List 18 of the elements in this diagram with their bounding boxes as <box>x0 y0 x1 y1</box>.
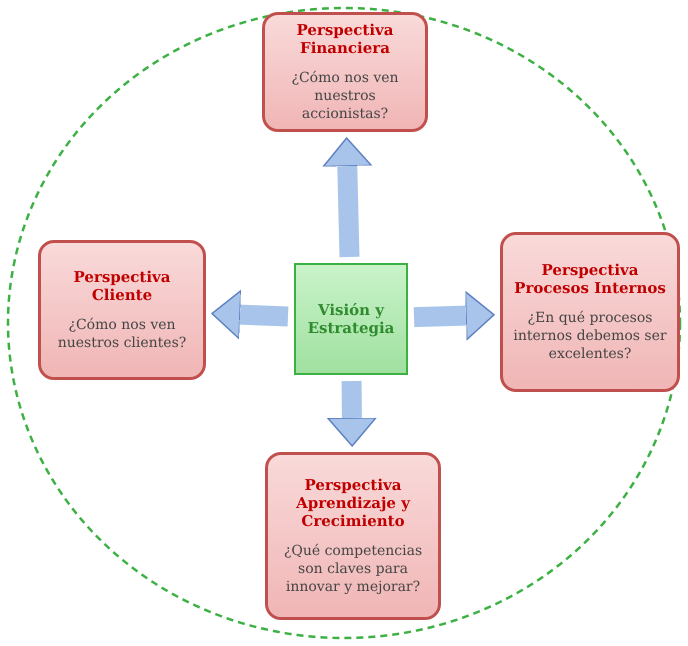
perspective-box <box>38 240 206 380</box>
box-title: Visión y Estrategia <box>306 301 396 337</box>
box-question: ¿Cómo nos ven nuestros accionistas? <box>290 69 400 123</box>
block-arrow <box>322 137 372 258</box>
perspective-box <box>262 12 428 132</box>
perspective-box <box>265 452 441 620</box>
perspective-box <box>500 232 680 392</box>
box-question: ¿Qué competencias son claves para innovar y mejorar? <box>282 542 424 596</box>
box-question: ¿En qué procesos internos debemos ser excelentes? <box>512 309 668 363</box>
center-box <box>294 263 408 375</box>
block-arrow <box>327 380 377 447</box>
box-title: Perspectiva Cliente <box>72 268 172 304</box>
block-arrow <box>211 290 288 340</box>
block-arrow <box>414 290 495 340</box>
box-title: Perspectiva Procesos Internos <box>513 261 667 297</box>
box-title: Perspectiva Aprendizaje y Crecimiento <box>295 476 412 530</box>
box-question: ¿Cómo nos ven nuestros clientes? <box>56 316 188 352</box>
box-title: Perspectiva Financiera <box>296 21 394 57</box>
